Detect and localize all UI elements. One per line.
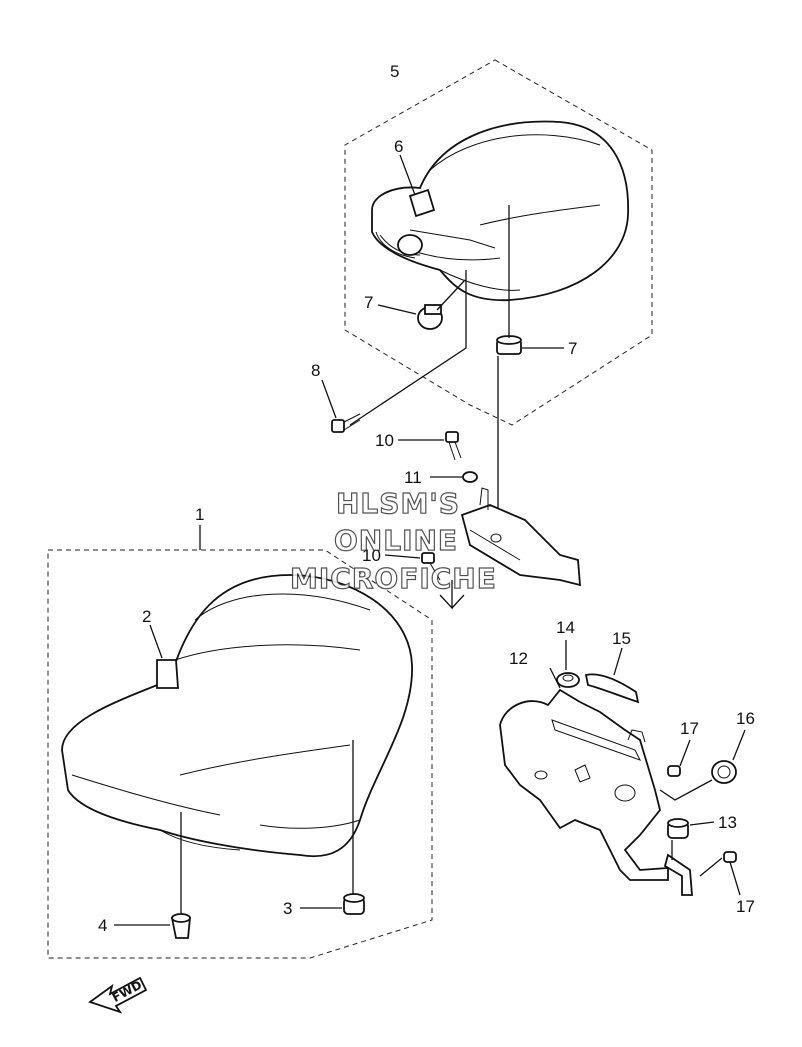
callout-2: 2 bbox=[142, 607, 151, 626]
seat-damper-right bbox=[496, 335, 522, 355]
watermark-line-2: ONLINE bbox=[334, 524, 458, 557]
callout-15: 15 bbox=[612, 629, 631, 648]
side-cover-tab bbox=[663, 853, 693, 896]
callout-10-upper: 10 bbox=[375, 431, 394, 450]
front-seat bbox=[61, 574, 413, 858]
callout-4: 4 bbox=[98, 916, 107, 935]
bolt-10-lower bbox=[421, 552, 441, 581]
front-seat-group-boundary bbox=[47, 549, 433, 959]
callout-6: 6 bbox=[394, 137, 403, 156]
callout-17-upper: 17 bbox=[680, 719, 699, 738]
screw-17-upper bbox=[667, 765, 681, 777]
callout-12: 12 bbox=[509, 649, 528, 668]
seat-damper-3 bbox=[343, 893, 365, 915]
front-seat-strap bbox=[156, 659, 179, 689]
callout-14: 14 bbox=[556, 618, 575, 637]
callout-16: 16 bbox=[736, 709, 755, 728]
washer-11 bbox=[462, 471, 478, 483]
grommet-16 bbox=[711, 760, 737, 784]
watermark-line-1: HLSM'S bbox=[336, 487, 460, 520]
watermark-line-3: MICROFICHE bbox=[290, 562, 497, 595]
screw-17-lower bbox=[723, 851, 737, 863]
rear-seat bbox=[371, 120, 629, 302]
callout-3: 3 bbox=[283, 899, 292, 918]
callout-8: 8 bbox=[311, 361, 320, 380]
nut-4 bbox=[170, 913, 191, 939]
side-cover bbox=[499, 688, 669, 881]
callout-17-lower: 17 bbox=[736, 897, 755, 916]
callout-7-left: 7 bbox=[364, 293, 373, 312]
watermark: HLSM'S ONLINE MICROFICHE bbox=[289, 486, 497, 595]
bolt-8 bbox=[331, 413, 361, 433]
callout-13: 13 bbox=[718, 813, 737, 832]
callout-11: 11 bbox=[404, 468, 422, 487]
callout-10-lower: 10 bbox=[362, 546, 381, 565]
damper-13 bbox=[667, 818, 689, 839]
seat-damper-left bbox=[417, 304, 443, 330]
callout-1: 1 bbox=[195, 505, 204, 524]
callout-5: 5 bbox=[390, 62, 399, 81]
fwd-arrow: FWD bbox=[88, 976, 148, 1014]
damper-strip-15 bbox=[584, 673, 640, 704]
rear-seat-group-boundary bbox=[344, 59, 653, 426]
callout-7-right: 7 bbox=[568, 339, 577, 358]
grommet-14 bbox=[556, 672, 580, 688]
bolt-10-upper bbox=[445, 431, 462, 461]
rear-seat-strap bbox=[408, 188, 436, 218]
seat-bracket bbox=[460, 487, 581, 587]
